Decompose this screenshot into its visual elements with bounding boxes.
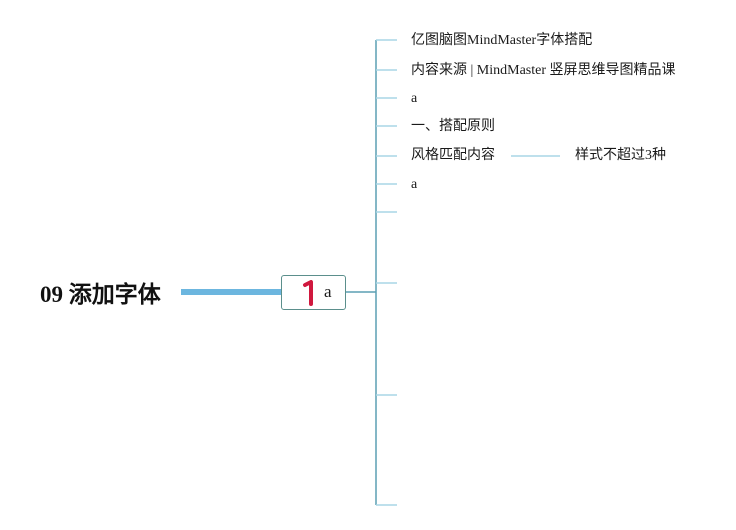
main-topic-label: a (324, 282, 332, 301)
sub-topic-5-1[interactable]: 样式不超过3种 (575, 148, 666, 163)
root-topic[interactable]: 09 添加字体 (40, 282, 161, 307)
branch-topic-2[interactable]: 内容来源 | MindMaster 竖屏思维导图精品课 (411, 63, 676, 78)
branch-topic-4[interactable]: 一、搭配原则 (411, 119, 495, 134)
branch-topic-1[interactable]: 亿图脑图MindMaster字体搭配 (411, 33, 593, 48)
main-topic-node[interactable]: a (281, 275, 346, 310)
branch-ticks (376, 39, 397, 506)
branch-topic-6[interactable]: a (411, 177, 418, 192)
branch-topic-3[interactable]: a (411, 91, 418, 106)
number-one-icon (303, 280, 313, 306)
branch-topic-5[interactable]: 风格匹配内容 (411, 148, 495, 163)
